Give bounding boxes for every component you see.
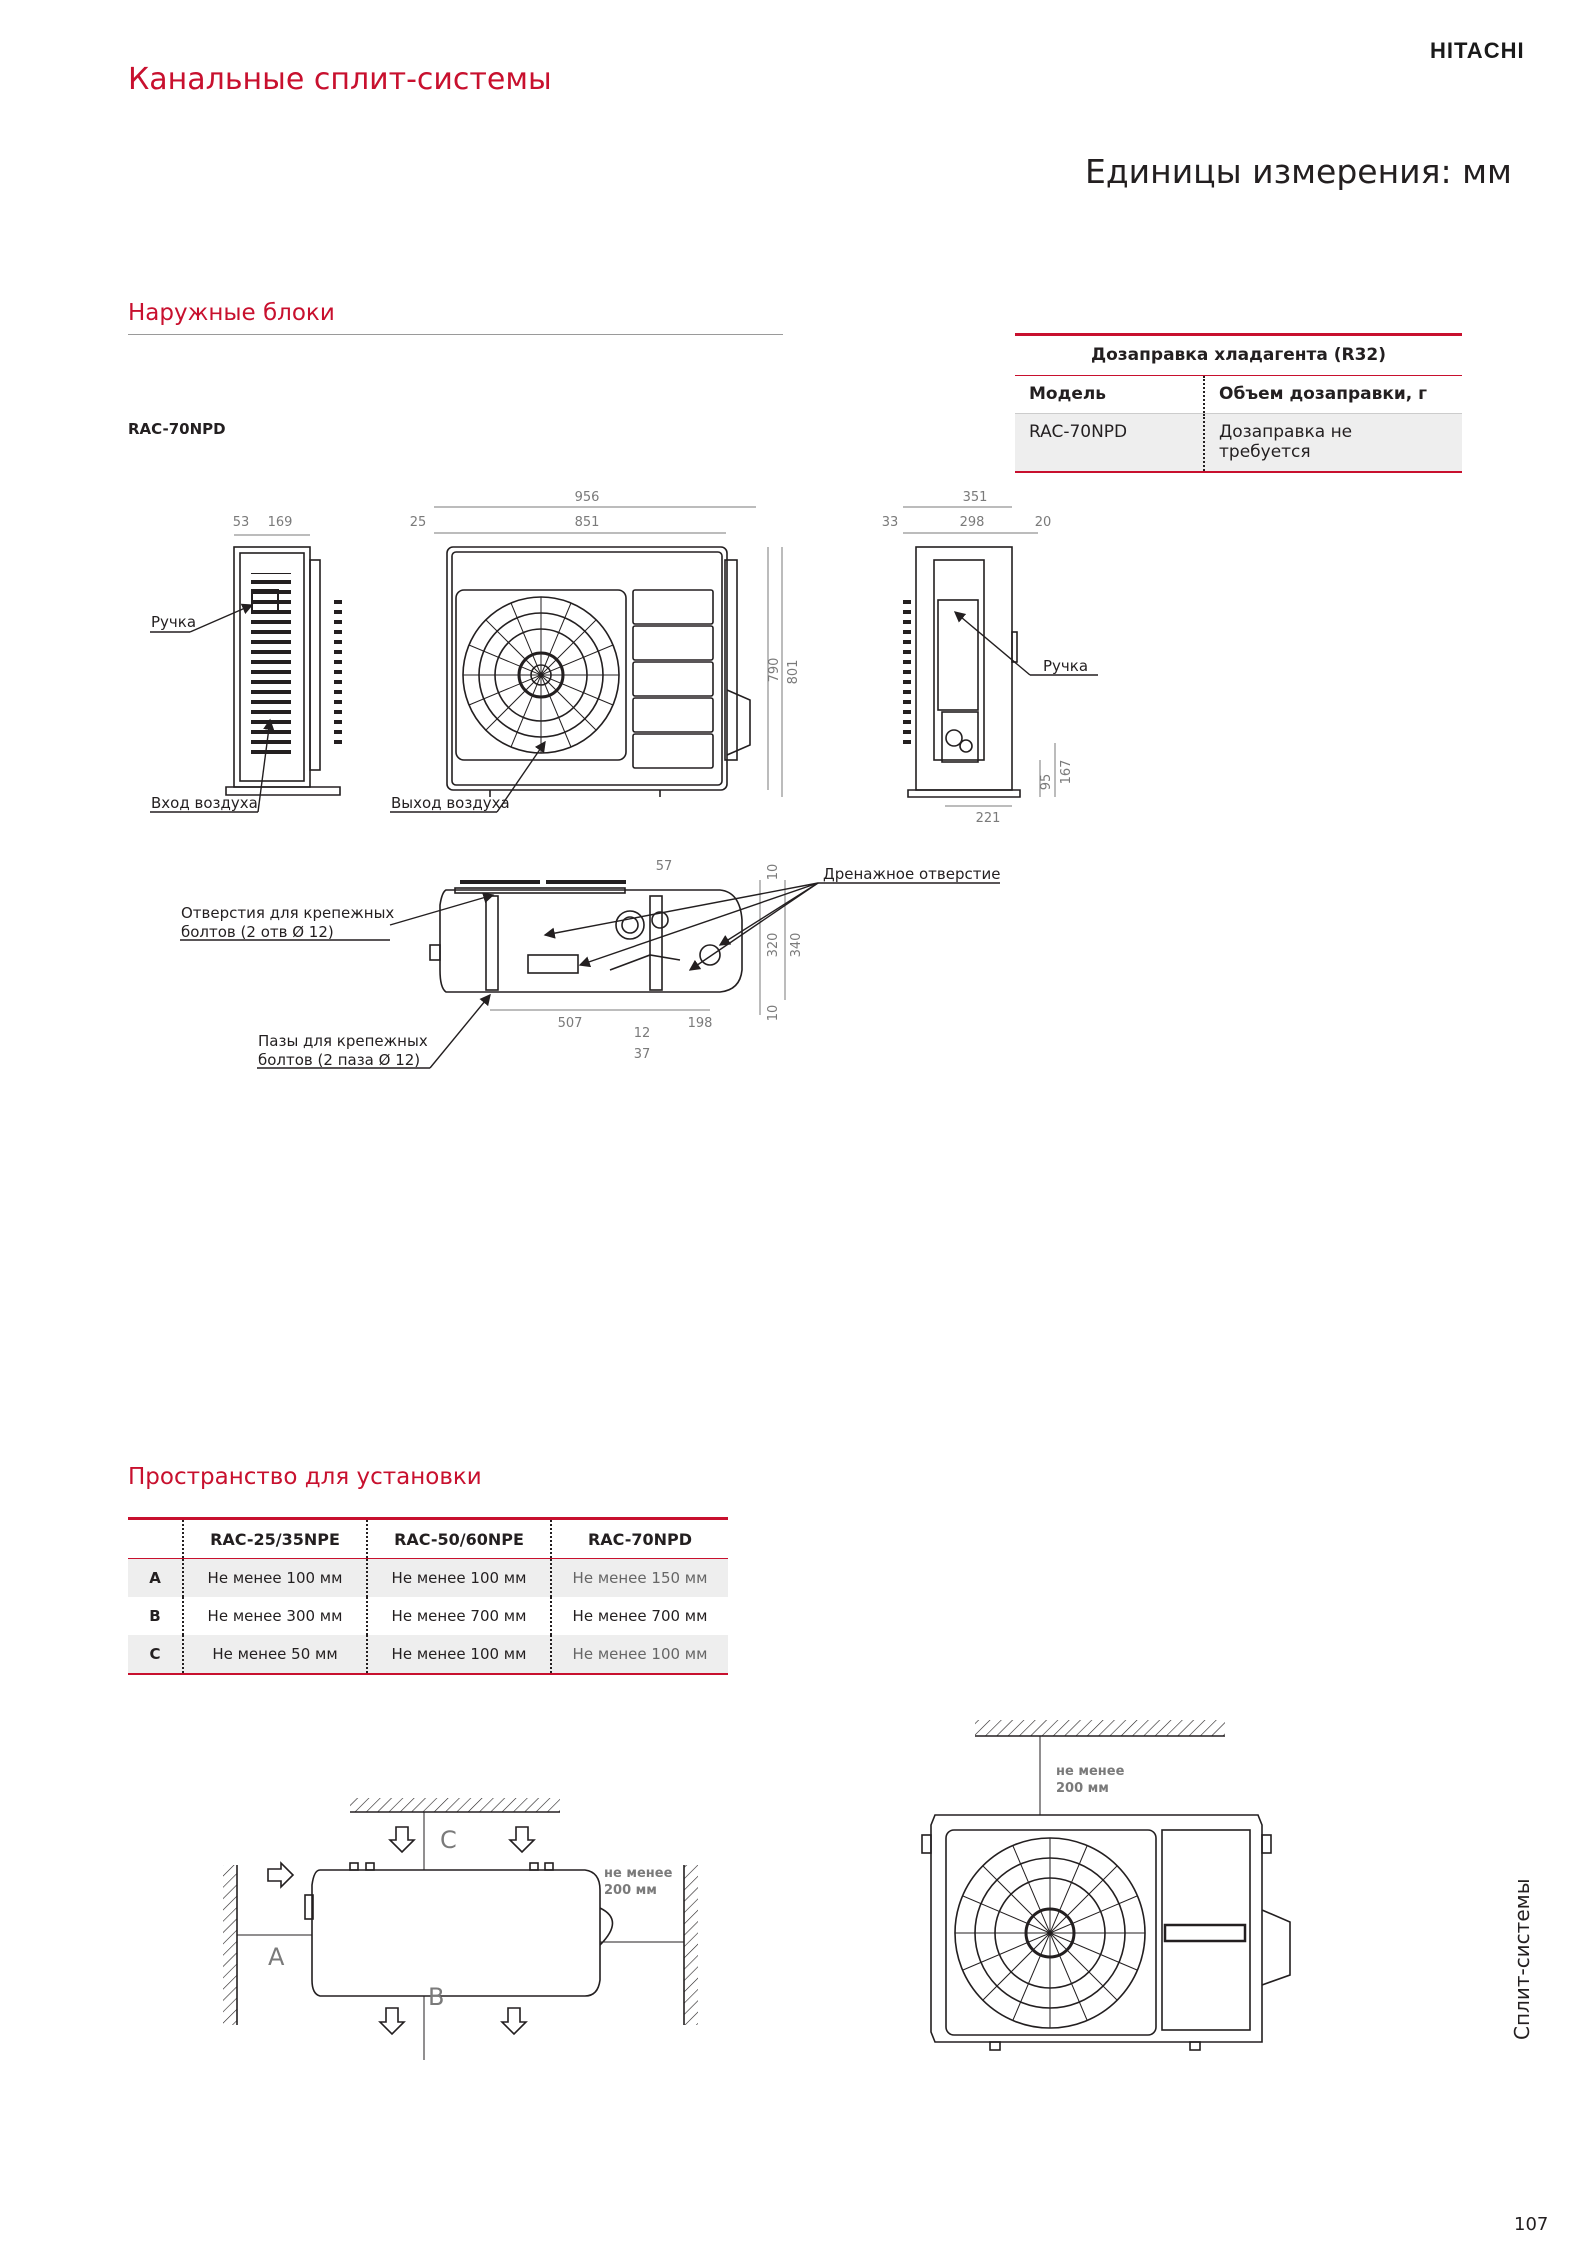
label-handle-right: Ручка xyxy=(1043,657,1088,675)
svg-text:169: 169 xyxy=(268,515,293,530)
label-holes-1: Отверстия для крепежных xyxy=(181,904,394,922)
svg-text:340: 340 xyxy=(789,933,804,958)
dimension-labels: 53 169 956 25 851 351 33 298 20 221 57 5… xyxy=(233,490,1052,1062)
label-holes-2: болтов (2 отв Ø 12) xyxy=(181,923,334,941)
section-title-install: Пространство для установки xyxy=(128,1464,482,1490)
svg-text:25: 25 xyxy=(410,515,427,530)
dimension-labels-vertical: 790 801 167 95 10 320 340 10 xyxy=(766,658,1074,1022)
install-min-top: не менее 200 мм xyxy=(604,1866,673,1898)
table-row: A Не менее 100 мм Не менее 100 мм Не мен… xyxy=(128,1559,728,1597)
svg-text:956: 956 xyxy=(575,490,600,505)
svg-text:не менее: не менее xyxy=(604,1866,673,1881)
label-handle-left: Ручка xyxy=(151,613,196,631)
table-cell-model: RAC-70NPD xyxy=(1015,414,1205,471)
side-label: Сплит-системы xyxy=(1510,1878,1534,2040)
col-header-2: RAC-50/60NPE xyxy=(368,1520,552,1558)
svg-text:851: 851 xyxy=(575,515,600,530)
svg-text:10: 10 xyxy=(766,1005,781,1022)
svg-text:298: 298 xyxy=(960,515,985,530)
svg-text:не менее: не менее xyxy=(1056,1764,1125,1779)
svg-text:B: B xyxy=(428,1983,444,2011)
front-view xyxy=(446,546,751,797)
svg-text:801: 801 xyxy=(786,660,801,685)
top-view xyxy=(429,880,743,993)
svg-text:198: 198 xyxy=(688,1016,713,1031)
label-slots-2: болтов (2 паза Ø 12) xyxy=(258,1051,420,1069)
label-drain: Дренажное отверстие xyxy=(823,865,1000,883)
col-header-model: Модель xyxy=(1015,376,1205,413)
install-letters: C A B xyxy=(268,1826,457,2011)
svg-text:37: 37 xyxy=(634,1047,651,1062)
svg-text:33: 33 xyxy=(882,515,899,530)
col-header-1: RAC-25/35NPE xyxy=(184,1520,368,1558)
svg-text:95: 95 xyxy=(1039,774,1054,791)
install-top-view xyxy=(223,1798,698,2060)
svg-text:12: 12 xyxy=(634,1026,651,1041)
svg-text:200 мм: 200 мм xyxy=(1056,1781,1109,1796)
svg-text:10: 10 xyxy=(766,864,781,881)
outdoor-unit-drawings: 53 169 956 25 851 351 33 298 20 221 57 5… xyxy=(150,490,1098,1069)
col-header-volume: Объем дозаправки, г xyxy=(1219,384,1428,404)
section-divider xyxy=(128,334,783,335)
svg-text:53: 53 xyxy=(233,515,250,530)
svg-text:200 мм: 200 мм xyxy=(604,1883,657,1898)
refrigerant-table-title: Дозаправка хладагента (R32) xyxy=(1090,345,1387,365)
page-number: 107 xyxy=(1514,2214,1549,2235)
install-front-view xyxy=(921,1720,1291,2051)
install-min-front: не менее 200 мм xyxy=(1056,1764,1125,1796)
callout-labels: Ручка Вход воздуха Выход воздуха Ручка Д… xyxy=(151,613,1088,1069)
install-diagrams: C A B не менее 200 мм xyxy=(223,1720,1291,2060)
page-title: Канальные сплит-системы xyxy=(128,62,552,97)
svg-text:507: 507 xyxy=(558,1016,583,1031)
refrigerant-table: Дозаправка хладагента (R32) Модель Объем… xyxy=(1015,333,1462,473)
table-row: C Не менее 50 мм Не менее 100 мм Не мене… xyxy=(128,1635,728,1673)
svg-text:A: A xyxy=(268,1943,285,1971)
svg-text:320: 320 xyxy=(766,933,781,958)
side-view-left xyxy=(225,546,342,796)
svg-text:20: 20 xyxy=(1035,515,1052,530)
install-table: RAC-25/35NPE RAC-50/60NPE RAC-70NPD A Не… xyxy=(128,1517,728,1675)
svg-text:57: 57 xyxy=(656,859,673,874)
units-label: Единицы измерения: мм xyxy=(1085,152,1512,191)
model-label: RAC-70NPD xyxy=(128,420,226,438)
label-air-in: Вход воздуха xyxy=(151,794,258,812)
side-view-right xyxy=(903,546,1021,798)
brand-logo: HITACHI xyxy=(1430,38,1525,63)
col-header-key xyxy=(128,1520,184,1558)
table-row: B Не менее 300 мм Не менее 700 мм Не мен… xyxy=(128,1597,728,1635)
svg-text:167: 167 xyxy=(1059,760,1074,785)
table-cell-volume: Дозаправка не требуется xyxy=(1219,422,1353,462)
svg-text:C: C xyxy=(440,1826,457,1854)
col-header-3: RAC-70NPD xyxy=(587,1529,693,1549)
svg-text:221: 221 xyxy=(976,811,1001,826)
section-title-outdoor: Наружные блоки xyxy=(128,300,335,326)
svg-text:351: 351 xyxy=(963,490,988,505)
label-air-out: Выход воздуха xyxy=(391,794,510,812)
svg-text:790: 790 xyxy=(767,658,782,683)
label-slots-1: Пазы для крепежных xyxy=(258,1032,428,1050)
